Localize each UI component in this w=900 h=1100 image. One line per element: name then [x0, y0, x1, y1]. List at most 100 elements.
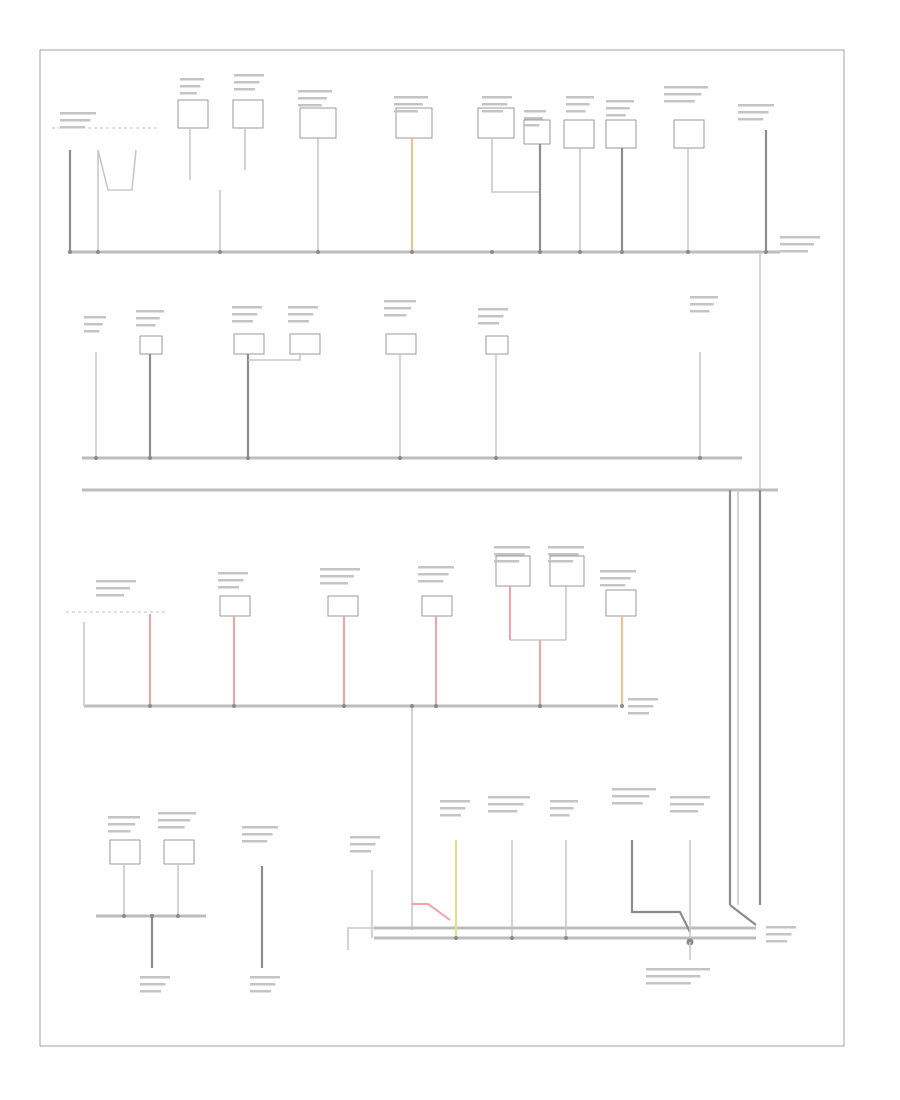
component-box — [523, 119, 551, 145]
component-box — [485, 335, 509, 355]
label-mark — [350, 836, 380, 839]
label-mark — [766, 926, 796, 929]
label-mark — [234, 81, 260, 84]
section-3-component-row — [66, 555, 637, 930]
label-mark — [250, 990, 271, 993]
component-box — [673, 119, 705, 149]
diagram-frame — [39, 49, 845, 1047]
junction-dot — [564, 936, 568, 940]
label-mark — [60, 126, 86, 129]
label-mark — [628, 712, 649, 715]
wire — [97, 149, 137, 191]
label-mark — [108, 823, 136, 826]
junction-dot — [764, 250, 768, 254]
label-mark — [84, 316, 106, 319]
component-box — [421, 595, 453, 617]
label-mark — [482, 103, 508, 106]
junction-dot — [232, 704, 236, 708]
junction-dot — [68, 250, 72, 254]
label-mark — [566, 103, 590, 106]
label-mark — [690, 296, 718, 299]
label-mark — [612, 795, 650, 798]
label-mark — [494, 546, 530, 549]
junction-dot — [454, 936, 458, 940]
label-mark — [140, 976, 170, 979]
component-box — [563, 119, 595, 149]
junction-dot — [176, 914, 180, 918]
junction-dot — [410, 704, 414, 708]
label-mark — [218, 579, 244, 582]
component-box — [605, 589, 637, 617]
section-1-component-row — [52, 99, 780, 490]
label-mark — [158, 812, 196, 815]
label-mark — [140, 983, 166, 986]
label-mark — [670, 803, 704, 806]
label-mark — [60, 112, 96, 115]
component-box — [139, 335, 163, 355]
label-mark — [96, 580, 136, 583]
label-mark — [242, 840, 268, 843]
junction-dot — [490, 250, 494, 254]
label-mark — [488, 796, 530, 799]
ground-trunk-right — [728, 490, 762, 905]
component-box — [395, 107, 433, 139]
label-mark — [524, 124, 540, 127]
junction-dot — [122, 914, 126, 918]
label-mark — [60, 119, 91, 122]
junction-dot — [510, 936, 514, 940]
wire — [491, 138, 540, 193]
junction-dot — [410, 250, 414, 254]
label-mark — [690, 310, 710, 313]
label-mark — [482, 96, 512, 99]
label-mark — [158, 826, 185, 829]
label-mark — [320, 575, 354, 578]
label-mark — [96, 594, 124, 597]
component-box — [232, 99, 264, 129]
label-mark — [108, 816, 140, 819]
label-mark — [550, 800, 578, 803]
label-mark — [350, 850, 371, 853]
label-mark — [234, 74, 264, 77]
label-mark — [548, 560, 574, 563]
component-box — [289, 333, 321, 355]
label-mark — [218, 586, 239, 589]
label-mark — [550, 807, 574, 810]
label-mark — [250, 976, 280, 979]
label-mark — [250, 983, 276, 986]
label-mark — [600, 570, 636, 573]
component-box — [605, 119, 637, 149]
wire — [630, 840, 691, 933]
label-mark — [242, 833, 273, 836]
label-mark — [566, 110, 586, 113]
label-mark — [548, 553, 579, 556]
section-4-component-row — [96, 839, 757, 968]
label-mark — [298, 104, 322, 107]
label-mark — [600, 577, 631, 580]
label-mark — [96, 587, 130, 590]
component-box — [299, 107, 337, 139]
label-mark — [780, 236, 820, 239]
label-mark — [180, 85, 201, 88]
label-mark — [136, 310, 164, 313]
junction-points — [68, 250, 768, 940]
label-mark — [478, 308, 508, 311]
label-mark — [418, 566, 454, 569]
label-mark — [136, 317, 160, 320]
label-mark — [646, 968, 710, 971]
label-mark — [440, 800, 470, 803]
label-mark — [606, 100, 634, 103]
label-mark — [298, 90, 332, 93]
junction-dot — [96, 250, 100, 254]
label-mark — [232, 320, 253, 323]
junction-dot — [94, 456, 98, 460]
label-mark — [234, 88, 255, 91]
junction-dot — [494, 456, 498, 460]
label-mark — [232, 313, 258, 316]
label-mark — [494, 553, 525, 556]
junction-dot — [538, 250, 542, 254]
component-box — [163, 839, 195, 865]
label-mark — [738, 118, 764, 121]
label-mark — [664, 100, 695, 103]
label-mark — [600, 584, 626, 587]
junction-dot — [578, 250, 582, 254]
